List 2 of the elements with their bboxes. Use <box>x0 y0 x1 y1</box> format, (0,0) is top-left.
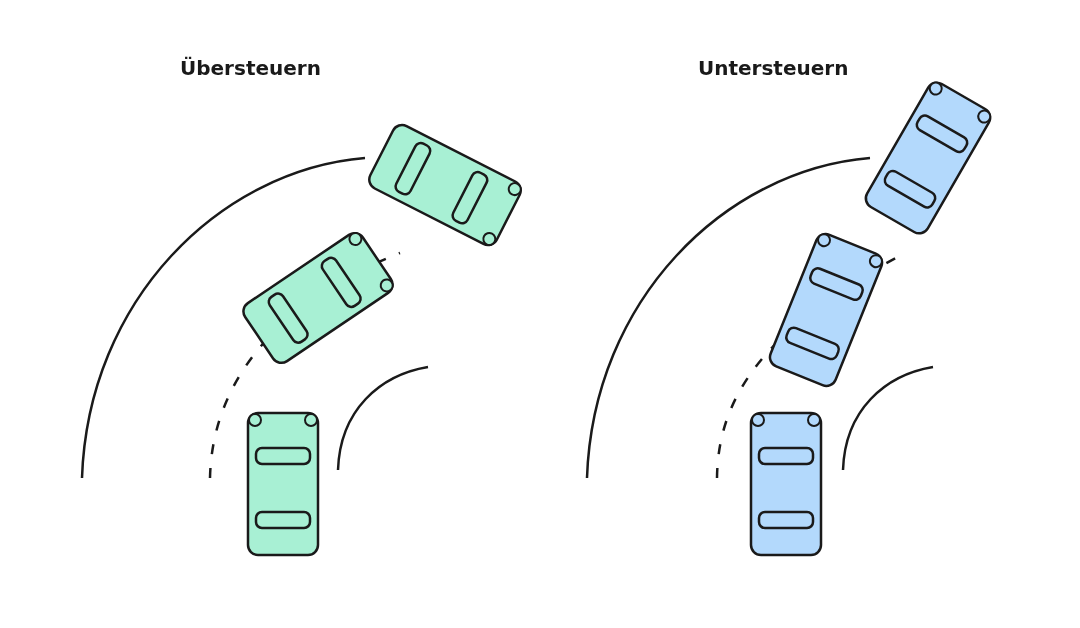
panel-title: Untersteuern <box>698 56 849 80</box>
panel-title: Übersteuern <box>180 56 321 80</box>
